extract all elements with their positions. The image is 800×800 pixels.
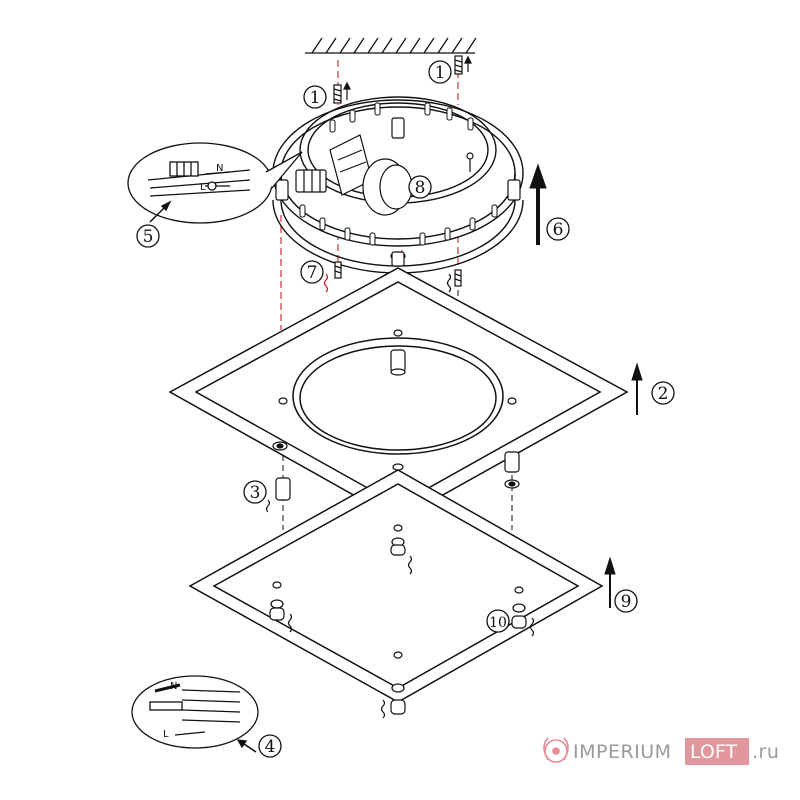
svg-text:8: 8 <box>415 178 426 198</box>
callout-7: 7 <box>300 260 324 284</box>
callout-9: 9 <box>614 589 638 613</box>
callout-2: 2 <box>651 381 675 405</box>
callout-8: 8 <box>408 175 432 199</box>
wiring-top-l-label: L <box>200 182 206 193</box>
callout-5: 5 <box>136 224 160 248</box>
watermark: IMPERIUM LOFT .ru <box>543 737 779 765</box>
ring-screw-right <box>446 269 462 293</box>
wiring-bottom-n-label: N <box>170 681 177 692</box>
svg-text:6: 6 <box>553 220 564 240</box>
svg-text:1: 1 <box>435 63 446 83</box>
ring-slots <box>299 102 498 246</box>
ring-screw-7 <box>323 261 342 293</box>
svg-text:5: 5 <box>143 227 154 247</box>
svg-text:3: 3 <box>250 483 261 503</box>
lower-frame-fixings <box>269 524 535 719</box>
arrow-2 <box>631 362 643 415</box>
callout-1-right: 1 <box>428 60 452 84</box>
ceiling <box>305 37 477 54</box>
callout-6: 6 <box>546 217 570 241</box>
arrow-9 <box>604 556 616 608</box>
watermark-brand-b: LOFT <box>690 741 737 763</box>
lower-frame <box>188 469 604 703</box>
ring-bolts <box>275 117 521 267</box>
callout-3: 3 <box>243 480 267 504</box>
upper-frame <box>168 267 629 521</box>
svg-text:10: 10 <box>489 615 507 631</box>
wiring-detail-top <box>127 142 303 224</box>
lamp-socket <box>295 134 474 216</box>
svg-text:1: 1 <box>310 88 321 108</box>
svg-text:9: 9 <box>621 592 632 612</box>
wiring-detail-bottom <box>131 675 259 753</box>
callout-4: 4 <box>258 734 282 758</box>
watermark-loft-box <box>685 738 749 765</box>
arrow-6 <box>529 163 547 245</box>
ceiling-screw-left <box>333 81 351 104</box>
callout-1-left: 1 <box>303 85 327 109</box>
watermark-brand-a: IMPERIUM <box>573 741 672 763</box>
watermark-suffix: .ru <box>752 741 779 763</box>
svg-text:2: 2 <box>658 384 669 404</box>
wiring-bottom-l-label: L <box>163 729 169 740</box>
ceiling-screw-right <box>454 55 472 75</box>
callout-10: 10 <box>486 609 510 633</box>
svg-text:4: 4 <box>265 737 276 757</box>
svg-text:7: 7 <box>307 263 318 283</box>
wiring-top-n-label: N <box>216 163 223 174</box>
watermark-logo-icon <box>543 737 569 763</box>
upper-frame-fixings <box>265 329 520 513</box>
